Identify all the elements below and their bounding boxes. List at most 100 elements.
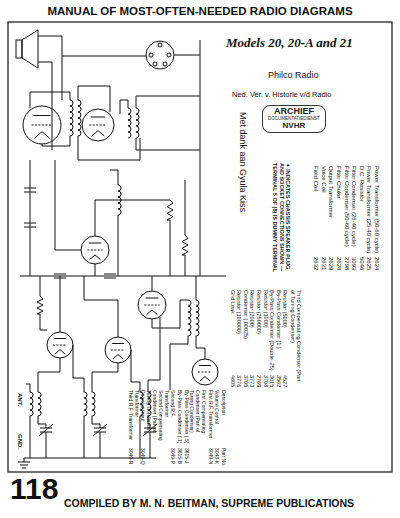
- part-description: Voice Coil: [320, 166, 327, 193]
- part-number: 4605: [229, 375, 235, 387]
- terminal-label: GND.: [16, 434, 23, 449]
- part-number: 4527: [282, 375, 288, 387]
- tube-symbol: [105, 337, 131, 363]
- part-number: 3615: [269, 375, 275, 387]
- part-description: Third R.F. Transformer: [127, 390, 133, 440]
- part-number: 2628: [335, 257, 342, 270]
- part-description: Field Coil: [312, 166, 319, 191]
- chassis-note: ✦ INDICATES CHASSIS SPEAKER PLUG AND SOC…: [272, 163, 291, 275]
- credit-note: Met dank aan Gyula Kiss: [238, 112, 248, 212]
- coil-symbol: [70, 100, 73, 136]
- part-number: Part No.: [220, 448, 226, 466]
- part-number: 3093: [350, 257, 357, 270]
- coil-symbol: [78, 100, 81, 136]
- tuning-condenser: [39, 424, 53, 436]
- part-number: 3049-N: [207, 448, 213, 464]
- socket-pin: [149, 53, 153, 57]
- coil-symbol: [136, 108, 139, 138]
- page-heading: MANUAL OF MOST-OFTEN-NEEDED RADIO DIAGRA…: [0, 5, 400, 18]
- part-description: Resistor (1000): [262, 290, 268, 328]
- part-number: 2625: [366, 257, 373, 270]
- part-number: 2624: [373, 257, 380, 270]
- part-description: Resistor (2000): [249, 290, 255, 328]
- coil-symbol: [118, 185, 121, 215]
- coil-symbol: [92, 392, 95, 416]
- part-number: 2632: [312, 257, 319, 270]
- part-description: First R.F. Transformer: [207, 390, 213, 438]
- stamp-text: NVHR: [268, 122, 320, 131]
- speaker-plug-socket: [146, 41, 174, 69]
- coil-symbol: [188, 300, 191, 336]
- tube-symbol: [192, 359, 218, 385]
- part-description: Second R.F. Transformer: [164, 390, 176, 444]
- part-description: Grid Leak: [229, 290, 235, 314]
- condenser-symbol: [104, 274, 116, 278]
- coil-symbol: [30, 392, 33, 416]
- page-number: 118: [10, 472, 58, 507]
- part-description: Power Transformer (25-40 cycle): [366, 166, 373, 253]
- archive-note: Ned. Ver. v. Historie v/d Radio: [232, 91, 332, 100]
- part-number: 3615-J: [183, 448, 189, 463]
- part-number: 3615-B: [176, 448, 182, 464]
- part-description: D.C. Resistor: [358, 166, 365, 202]
- part-number: 3708: [262, 375, 268, 387]
- part-number: 3049-Q: [139, 448, 145, 465]
- tube-symbol: [138, 291, 166, 319]
- socket-pin: [163, 62, 167, 66]
- tube-symbol: [23, 106, 61, 144]
- resistor-symbol: [37, 296, 43, 314]
- part-description: Filter Condenser (25-40 cycle): [350, 166, 357, 247]
- part-description: Resistor (5000): [282, 290, 288, 328]
- part-number: 2631: [320, 257, 327, 270]
- coil-symbol: [38, 392, 41, 416]
- part-description: Volume Control: [214, 390, 220, 424]
- tube-symbol: [47, 332, 73, 358]
- part-description: By-Pass Condenser (.5): [183, 390, 189, 443]
- stamp-text: ARCHIEF: [268, 107, 320, 117]
- part-description: Detector Input Transformer: [134, 390, 146, 444]
- part-description: By-Pass Condenser (Double .25): [269, 290, 275, 371]
- maker-name: Philco Radio: [268, 70, 319, 80]
- speaker-symbol: [16, 30, 38, 68]
- part-description: By-Pass Condenser (1.): [275, 290, 281, 349]
- part-number: 3049-P: [170, 448, 176, 464]
- coil-symbol: [196, 300, 199, 336]
- coil-symbol: [128, 108, 131, 138]
- model-title: Models 20, 20-A and 21: [226, 36, 353, 51]
- part-number: 3776: [236, 375, 242, 387]
- part-number: 2798: [343, 257, 350, 270]
- condenser-symbol: [54, 274, 66, 278]
- coil-symbol: [84, 392, 87, 416]
- part-number: 3562: [275, 375, 281, 387]
- terminal-label: ANT.: [16, 393, 23, 406]
- part-description: Resistor (100000): [236, 290, 242, 334]
- condenser-symbol: [24, 188, 36, 192]
- part-number: 5046: [358, 257, 365, 270]
- archive-stamp: ARCHIEFDOCUMENTATIEDIENSTNVHR: [262, 105, 326, 133]
- socket-pin: [153, 62, 157, 66]
- part-description: First Compensating Condenser (Part of Tu…: [189, 390, 206, 444]
- socket-pin: [167, 53, 171, 57]
- part-number: 3043-K: [214, 448, 220, 464]
- part-description: Description: [220, 390, 226, 415]
- part-description: Resistor (250000): [256, 290, 262, 334]
- part-description: Condenser (.00025): [242, 290, 248, 339]
- tuning-condenser: [93, 424, 107, 436]
- part-number: 3705: [242, 375, 248, 387]
- tube-symbol: [81, 236, 109, 264]
- part-number: 2769: [256, 375, 262, 387]
- resistor-symbol: [167, 200, 173, 220]
- component-symbols: [23, 43, 218, 436]
- part-number: 2629: [328, 257, 335, 270]
- part-description: By-Pass Condenser (.1): [176, 390, 182, 443]
- part-number: 3773: [249, 375, 255, 387]
- page-frame: [8, 22, 392, 472]
- part-description: Filter Choke: [335, 166, 342, 198]
- wiring: [18, 36, 226, 468]
- condenser-symbol: [24, 223, 36, 227]
- tube-symbol: [82, 109, 114, 141]
- part-description: Output Transformer: [328, 166, 335, 218]
- footer-credit: COMPILED BY M. N. BEITMAN, SUPREME PUBLI…: [64, 497, 354, 509]
- part-number: 3049-R: [127, 448, 133, 464]
- part-description: Third Compensating Condenser (Part of Tu…: [289, 290, 302, 385]
